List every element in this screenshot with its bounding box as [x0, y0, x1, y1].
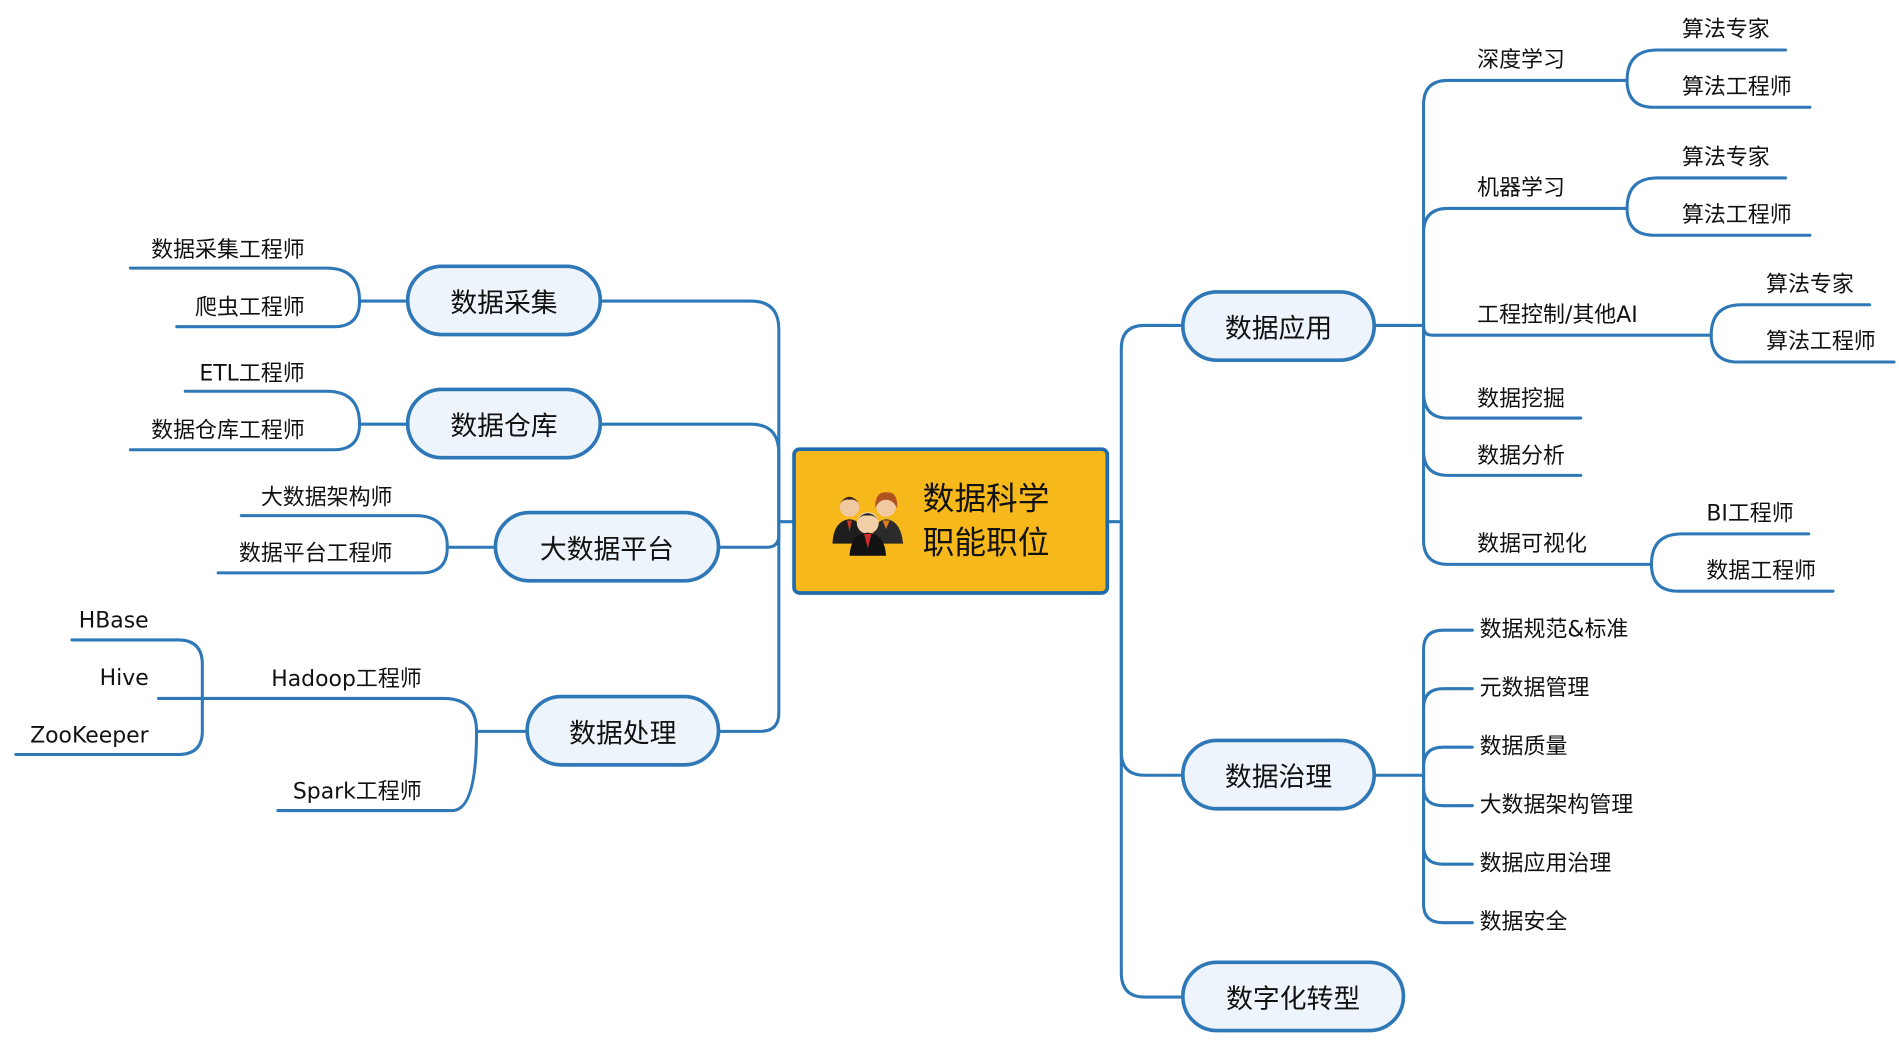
leaf-algorithm-expert-ml[interactable]: 算法专家 — [1681, 145, 1770, 171]
leaf-algorithm-expert-dl[interactable]: 算法专家 — [1681, 17, 1770, 43]
leaf-data-application-governance[interactable]: 数据应用治理 — [1479, 850, 1612, 877]
root-title: 数据科学 职能职位 — [923, 477, 1050, 565]
leaf-etl-engineer[interactable]: ETL工程师 — [199, 360, 305, 387]
leaf-algorithm-engineer-ai[interactable]: 算法工程师 — [1766, 329, 1876, 355]
root-title-line1: 数据科学 — [922, 480, 1050, 518]
leaf-hive[interactable]: Hive — [99, 665, 149, 692]
node-data-warehouse[interactable]: 数据仓库 — [405, 387, 603, 460]
leaf-data-analysis[interactable]: 数据分析 — [1477, 443, 1565, 470]
leaf-algorithm-engineer-dl[interactable]: 算法工程师 — [1681, 74, 1792, 100]
leaf-hadoop-engineer[interactable]: Hadoop工程师 — [271, 666, 422, 693]
leaf-data-visualization[interactable]: 数据可视化 — [1477, 531, 1587, 558]
node-data-collection[interactable]: 数据采集 — [405, 264, 603, 337]
leaf-big-data-architect[interactable]: 大数据架构师 — [260, 485, 393, 511]
leaf-algorithm-expert-ai[interactable]: 算法专家 — [1766, 271, 1854, 298]
root-title-line2: 职能职位 — [922, 524, 1050, 562]
leaf-control-ai[interactable]: 工程控制/其他AI — [1477, 302, 1638, 328]
leaf-data-engineer[interactable]: 数据工程师 — [1706, 558, 1817, 584]
leaf-data-quality[interactable]: 数据质量 — [1479, 733, 1568, 760]
leaf-data-mining[interactable]: 数据挖掘 — [1477, 386, 1565, 412]
leaf-bi-engineer[interactable]: BI工程师 — [1706, 500, 1794, 527]
node-big-data-platform[interactable]: 大数据平台 — [493, 510, 721, 583]
leaf-data-standards[interactable]: 数据规范&标准 — [1479, 616, 1629, 643]
people-group-icon — [832, 491, 904, 556]
leaf-data-collection-engineer[interactable]: 数据采集工程师 — [151, 237, 305, 264]
leaf-spark-engineer[interactable]: Spark工程师 — [292, 778, 422, 805]
root-node[interactable]: 数据科学 职能职位 — [792, 447, 1110, 595]
leaf-data-platform-engineer[interactable]: 数据平台工程师 — [238, 541, 393, 567]
leaf-machine-learning[interactable]: 机器学习 — [1477, 175, 1565, 202]
node-data-processing[interactable]: 数据处理 — [525, 694, 721, 767]
leaf-data-warehouse-engineer[interactable]: 数据仓库工程师 — [151, 418, 305, 444]
leaf-algorithm-engineer-ml[interactable]: 算法工程师 — [1681, 202, 1792, 228]
leaf-data-security[interactable]: 数据安全 — [1479, 909, 1568, 935]
node-digital-transformation[interactable]: 数字化转型 — [1181, 960, 1406, 1033]
node-data-governance[interactable]: 数据治理 — [1181, 738, 1377, 811]
leaf-zookeeper[interactable]: ZooKeeper — [30, 722, 149, 749]
leaf-big-data-architecture-management[interactable]: 大数据架构管理 — [1479, 792, 1634, 818]
node-data-application[interactable]: 数据应用 — [1181, 290, 1377, 363]
leaf-hbase[interactable]: HBase — [78, 608, 149, 634]
leaf-crawler-engineer[interactable]: 爬虫工程师 — [195, 294, 305, 321]
leaf-deep-learning[interactable]: 深度学习 — [1477, 47, 1565, 74]
leaf-metadata-management[interactable]: 元数据管理 — [1479, 675, 1590, 701]
